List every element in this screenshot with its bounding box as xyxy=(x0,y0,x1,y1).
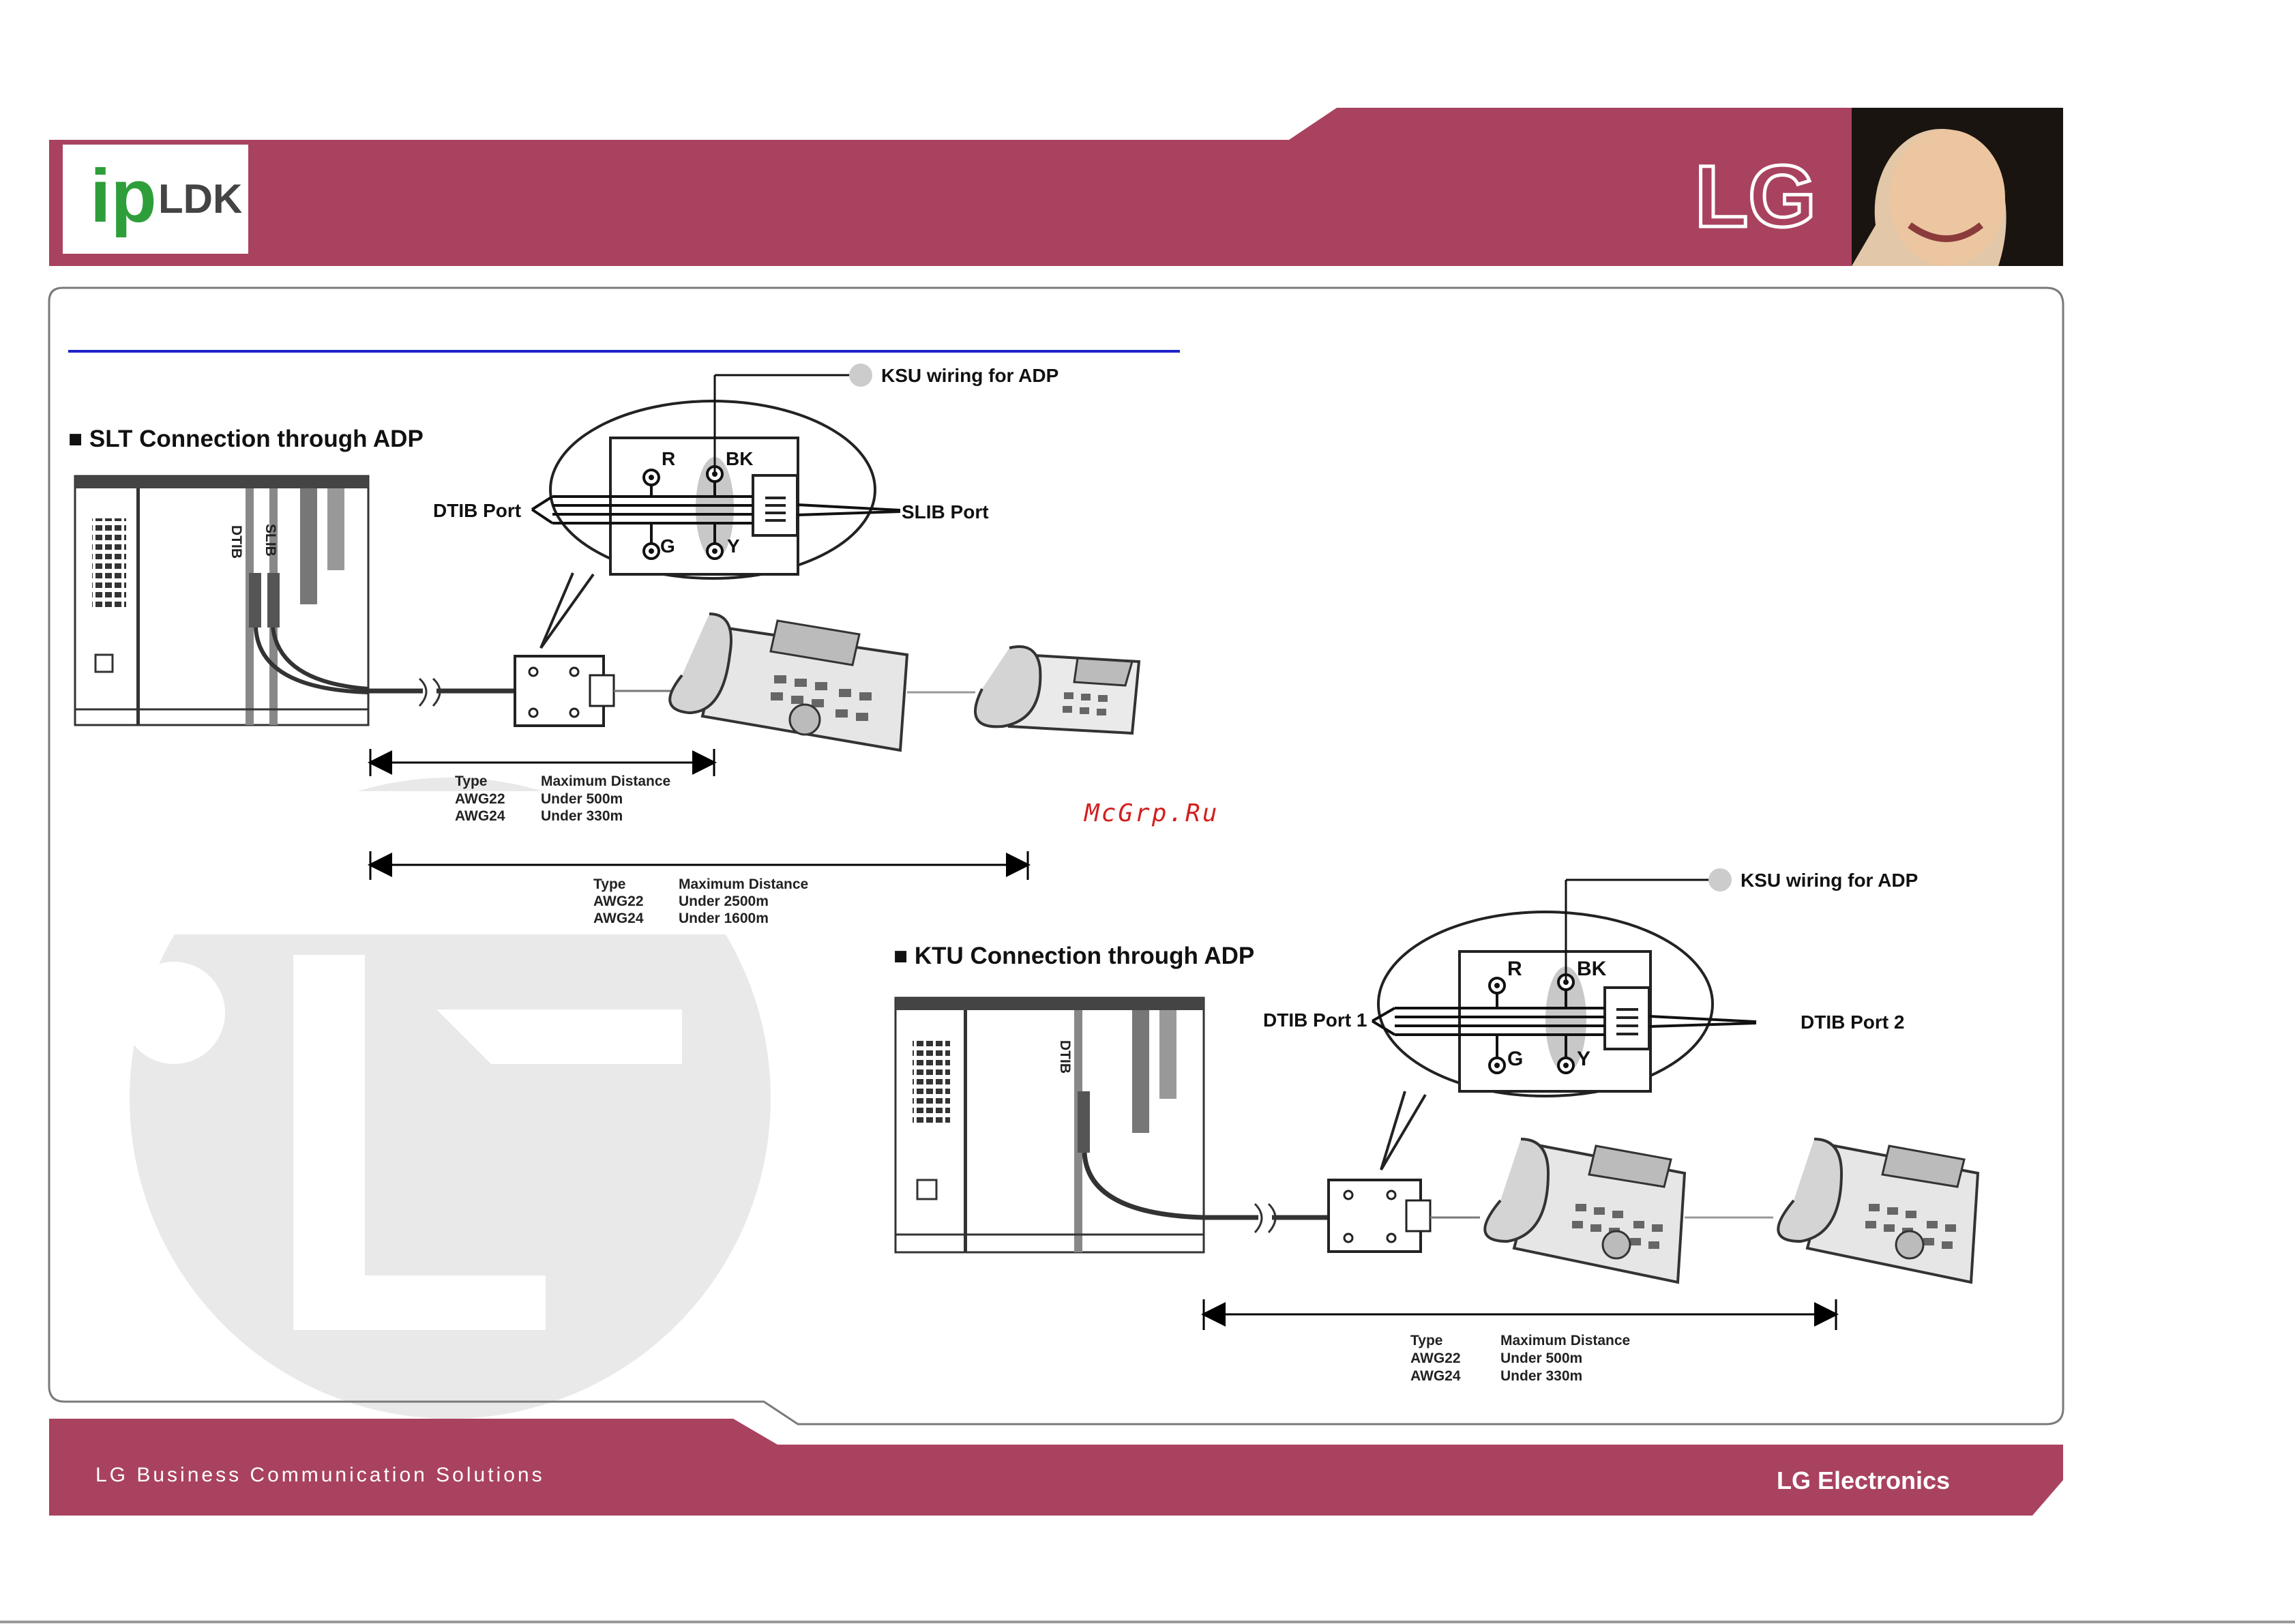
slt-distance-1: Type Maximum Distance AWG22 Under 500m A… xyxy=(368,749,717,824)
logo-ldk: LDK xyxy=(158,176,242,222)
slt-d1-row0-max: Under 500m xyxy=(541,791,623,807)
ktu-d-type-header: Type xyxy=(1410,1333,1442,1348)
slt-term-y: Y xyxy=(727,535,740,557)
slt-d2-type-header: Type xyxy=(593,876,625,892)
slt-analog-phone xyxy=(974,645,1141,735)
slt-term-bk: BK xyxy=(726,448,753,469)
slt-d2-max-header: Maximum Distance xyxy=(679,876,808,892)
slt-distance-2: Type Maximum Distance AWG22 Under 2500m … xyxy=(368,851,1031,926)
ktu-callout: R BK G Y xyxy=(1371,911,1757,1171)
ktu-d-row0-max: Under 500m xyxy=(1500,1350,1582,1366)
slt-callout: R BK G Y xyxy=(531,400,901,649)
ktu-d-row0-type: AWG22 xyxy=(1410,1350,1461,1366)
ktu-cab-dtib: DTIB xyxy=(1057,1040,1073,1074)
ktu-term-y: Y xyxy=(1577,1048,1590,1070)
logo-ip: ip xyxy=(90,154,157,238)
slt-dtib-port-label: DTIB Port xyxy=(433,500,521,521)
ktu-port1-label: DTIB Port 1 xyxy=(1263,1009,1367,1031)
slt-ksu-dot xyxy=(849,364,872,387)
header-band: ip LDK LG xyxy=(49,108,2063,266)
ktu-d-row1-type: AWG24 xyxy=(1410,1368,1461,1384)
ktu-ksu-cabinet: DTIB xyxy=(894,996,1205,1254)
slt-d1-max-header: Maximum Distance xyxy=(541,773,670,789)
slt-d2-row1-max: Under 1600m xyxy=(679,911,769,926)
slt-d1-type-header: Type xyxy=(455,773,487,789)
slt-d2-row1-type: AWG24 xyxy=(593,911,644,926)
ktu-distance: Type Maximum Distance AWG22 Under 500m A… xyxy=(1201,1299,1839,1384)
ktu-section: ■ KTU Connection through ADP DTIB xyxy=(893,868,1980,1384)
watermark-text: McGrp.Ru xyxy=(1083,799,1219,827)
slt-ksu-cabinet: DTIB SLIB xyxy=(74,475,370,726)
ktu-phone-2 xyxy=(1777,1138,1980,1284)
slt-ksu-label: KSU wiring for ADP xyxy=(881,365,1058,386)
slt-d1-row1-max: Under 330m xyxy=(541,808,623,824)
footer-band: LG Business Communication Solutions LG E… xyxy=(49,1419,2063,1516)
ktu-phone-1 xyxy=(1483,1138,1687,1284)
ktu-term-bk: BK xyxy=(1577,958,1607,980)
slt-section: ■ SLT Connection through ADP DTIB SLIB xyxy=(68,364,1141,926)
slt-d2-row0-max: Under 2500m xyxy=(679,894,769,909)
header-photo xyxy=(1852,108,2063,266)
ktu-title: ■ KTU Connection through ADP xyxy=(893,943,1254,969)
slt-cab-dtib: DTIB xyxy=(228,525,244,559)
slt-adapter xyxy=(514,655,615,727)
slt-slib-port-label: SLIB Port xyxy=(902,501,989,522)
ktu-d-max-header: Maximum Distance xyxy=(1500,1333,1630,1348)
slt-title: ■ SLT Connection through ADP xyxy=(68,426,424,452)
footer-right-text: LG Electronics xyxy=(1777,1466,1950,1494)
slt-d1-row0-type: AWG22 xyxy=(455,791,505,807)
content-frame xyxy=(48,286,2064,1426)
slt-d1-row1-type: AWG24 xyxy=(455,808,505,824)
ktu-ksu-label: KSU wiring for ADP xyxy=(1741,870,1918,891)
slt-digital-phone xyxy=(668,612,909,752)
slt-term-g: G xyxy=(660,535,675,557)
ktu-ksu-dot xyxy=(1708,868,1732,891)
ktu-d-row1-max: Under 330m xyxy=(1500,1368,1582,1384)
ktu-port2-label: DTIB Port 2 xyxy=(1801,1012,1904,1033)
footer-left-text: LG Business Communication Solutions xyxy=(95,1464,545,1486)
brand-logo: LG xyxy=(1695,148,1816,246)
slt-term-r: R xyxy=(662,448,675,469)
ktu-term-r: R xyxy=(1507,958,1522,980)
logo-box xyxy=(63,145,248,254)
ktu-adapter xyxy=(1327,1179,1432,1253)
slt-d2-row0-type: AWG22 xyxy=(593,894,644,909)
slt-cab-slib: SLIB xyxy=(263,524,278,557)
lg-watermark-logo xyxy=(123,778,771,1419)
ktu-term-g: G xyxy=(1507,1048,1523,1070)
